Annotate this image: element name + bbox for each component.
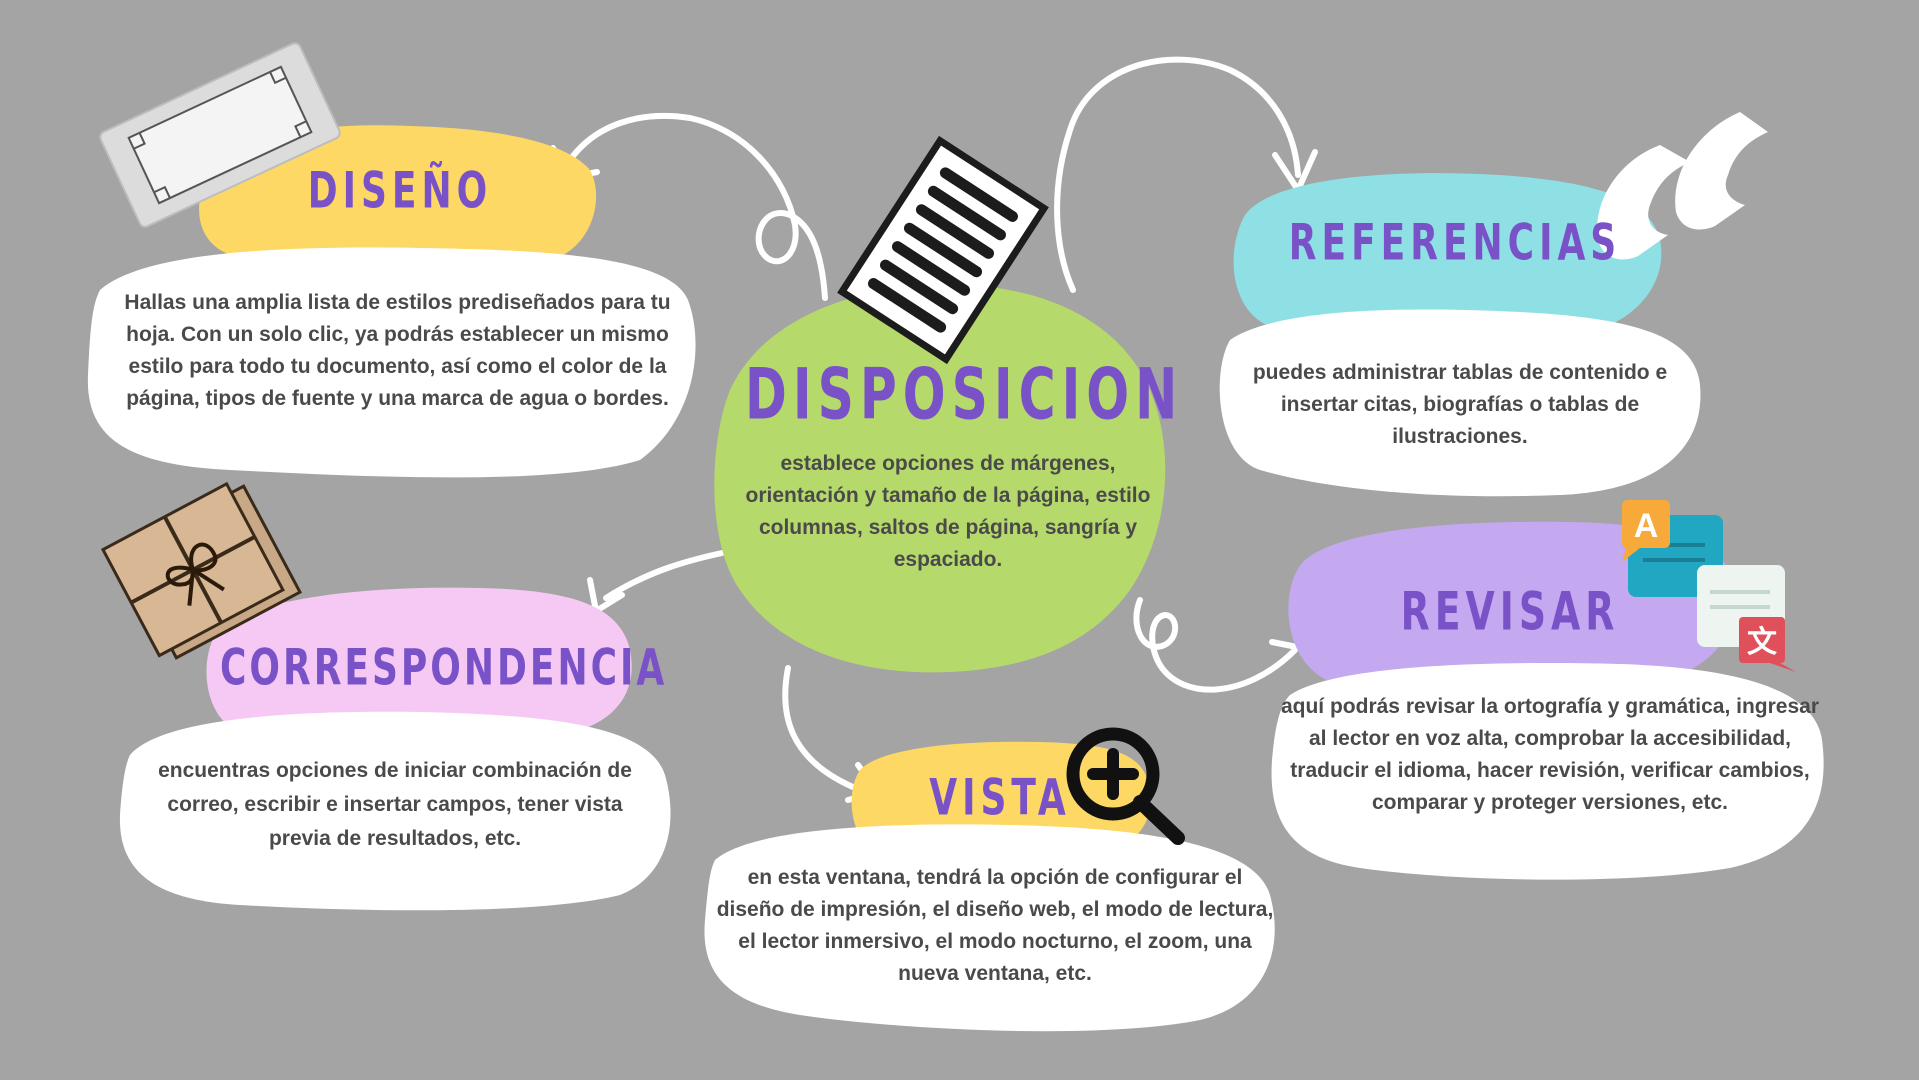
diseno-description-blob <box>87 247 696 478</box>
document-frame-icon <box>99 42 341 228</box>
correspondencia-description: encuentras opciones de iniciar combinaci… <box>158 759 632 850</box>
revisar-description: aquí podrás revisar la ortografía y gram… <box>1280 695 1820 814</box>
arrow-to-vista <box>782 665 863 793</box>
referencias-title: REFERENCIAS <box>1288 214 1622 272</box>
quote-marks-icon <box>1597 112 1768 260</box>
diseno-description: Hallas una amplia lista de estilos predi… <box>124 291 671 410</box>
translate-icon <box>1622 500 1796 672</box>
translate-letter-wen: 文 <box>1747 625 1777 660</box>
diseno-title: DISEÑO <box>307 162 493 220</box>
text-document-icon <box>837 135 1049 365</box>
center-description: establece opciones de márgenes, orientac… <box>745 452 1151 571</box>
referencias-title-blob <box>1233 173 1662 345</box>
center-title: DISPOSICION <box>745 354 1184 437</box>
translate-letter-a: A <box>1634 507 1659 545</box>
revisar-title: REVISAR <box>1400 580 1620 643</box>
arrow-to-referencias <box>1054 56 1301 293</box>
correspondencia-title: CORRESPONDENCIA <box>220 639 668 697</box>
vista-description: en esta ventana, tendrá la opción de con… <box>716 866 1274 985</box>
correspondencia-title-blob <box>206 587 632 744</box>
arrow-to-correspondencia <box>603 550 725 601</box>
referencias-description-blob <box>1219 309 1701 497</box>
revisar-description-blob <box>1271 663 1824 880</box>
referencias-description: puedes administrar tablas de contenido e… <box>1252 361 1668 448</box>
revisar-title-blob <box>1288 521 1736 697</box>
vista-title: VISTA <box>929 769 1071 827</box>
parcel-icon <box>100 481 303 660</box>
zoom-in-icon <box>1066 727 1185 845</box>
arrow-to-diseno <box>567 112 828 301</box>
vista-description-blob <box>704 824 1275 1032</box>
arrow-to-revisar <box>1133 597 1298 693</box>
correspondencia-description-blob <box>119 711 671 911</box>
center-blob <box>714 284 1166 673</box>
diseno-title-blob <box>199 125 597 269</box>
